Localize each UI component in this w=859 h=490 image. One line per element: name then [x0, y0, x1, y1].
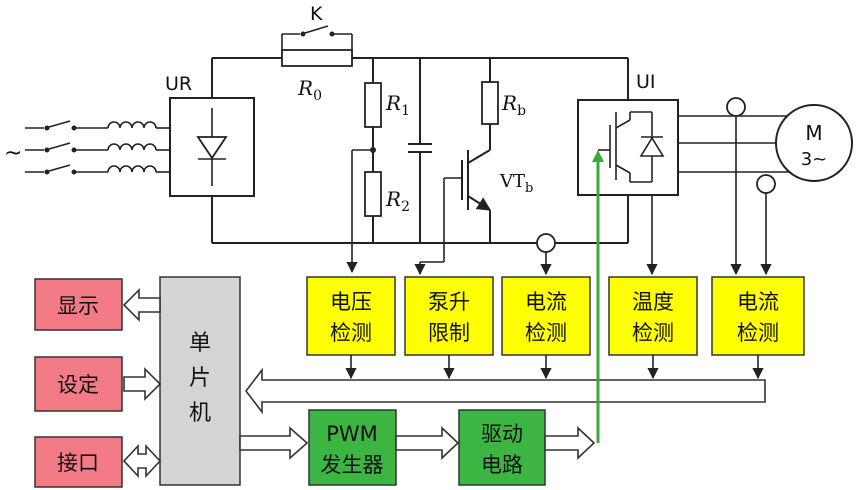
- mcu-text-2: 片: [189, 366, 211, 391]
- vtb-label: VTb: [499, 171, 533, 196]
- resistor-r1: [364, 82, 382, 128]
- pump-limit-block: [404, 276, 494, 356]
- pump-limit-text-2: 限制: [428, 321, 470, 345]
- brake-transistor-icon: [443, 124, 492, 243]
- arrow-setting-to-mcu: [123, 367, 162, 401]
- three-phase-input: [25, 120, 170, 175]
- motor-label-1: M: [805, 121, 822, 145]
- arrow-interface-mcu: [122, 443, 162, 479]
- dc-current-sensor-icon: [536, 233, 556, 253]
- mcu-text-3: 机: [189, 401, 211, 426]
- mcu-text-1: 单: [189, 331, 211, 356]
- voltage-detect-block: [306, 276, 396, 356]
- ac-current-detect-text-1: 电流: [737, 290, 779, 314]
- voltage-detect-text-1: 电压: [330, 290, 372, 314]
- detection-blocks: 电压 检测 泵升 限制 电流 检测 温度 检测 电流 检测: [306, 276, 805, 380]
- inverter-block: [577, 99, 679, 196]
- r1-label: R1: [385, 91, 410, 119]
- inverter-label: UI: [636, 71, 656, 93]
- pump-limit-text-1: 泵升: [428, 290, 470, 314]
- resistor-r2: [364, 171, 382, 217]
- voltage-detect-text-2: 检测: [330, 321, 372, 345]
- arrow-mcu-to-pwm: [239, 426, 309, 460]
- rb-label: Rb: [501, 91, 526, 119]
- switch-k-label: K: [310, 3, 323, 25]
- r2-label: R2: [385, 187, 410, 215]
- interface-text: 接口: [57, 451, 99, 475]
- arrow-pwm-to-driver: [395, 426, 460, 460]
- arrow-mcu-to-display: [122, 288, 161, 322]
- interface-block: [34, 436, 123, 488]
- driver-text-1: 驱动: [481, 422, 523, 446]
- driver-text-2: 电路: [481, 453, 523, 477]
- driver-block: [458, 409, 546, 486]
- r0-label: R0: [297, 76, 322, 104]
- dc-current-detect-text-2: 检测: [525, 321, 567, 345]
- pwm-text-1: PWM: [326, 422, 378, 446]
- mcu-block: [159, 276, 241, 486]
- rectifier-diode-icon: [196, 108, 228, 186]
- dc-current-detect-block: [501, 276, 591, 356]
- motor-icon: [775, 104, 853, 182]
- setting-text: 设定: [57, 373, 99, 397]
- ac-current-detect-text-2: 检测: [737, 321, 779, 345]
- temp-detect-block: [608, 276, 698, 356]
- inverter-igbt-icon: [598, 111, 665, 183]
- data-bus-arrow: [244, 367, 766, 415]
- temp-detect-text-2: 检测: [632, 321, 674, 345]
- temp-detect-text-1: 温度: [632, 290, 674, 314]
- pwm-text-2: 发生器: [321, 453, 384, 477]
- ac-current-sensor-2-icon: [756, 174, 776, 194]
- ac-source-symbol: ~: [4, 141, 22, 166]
- rectifier-label: UR: [165, 73, 192, 95]
- dc-current-detect-text-1: 电流: [525, 290, 567, 314]
- arrow-driver-out: [544, 426, 596, 460]
- resistor-rb: [481, 81, 499, 125]
- motor-label-2: 3~: [801, 149, 828, 170]
- display-block: [34, 278, 123, 331]
- resistor-r0: [281, 49, 353, 67]
- setting-block: [34, 356, 123, 412]
- ac-current-sensor-1-icon: [726, 97, 746, 117]
- power-circuit: ~ UR: [4, 3, 853, 276]
- display-text: 显示: [57, 294, 99, 318]
